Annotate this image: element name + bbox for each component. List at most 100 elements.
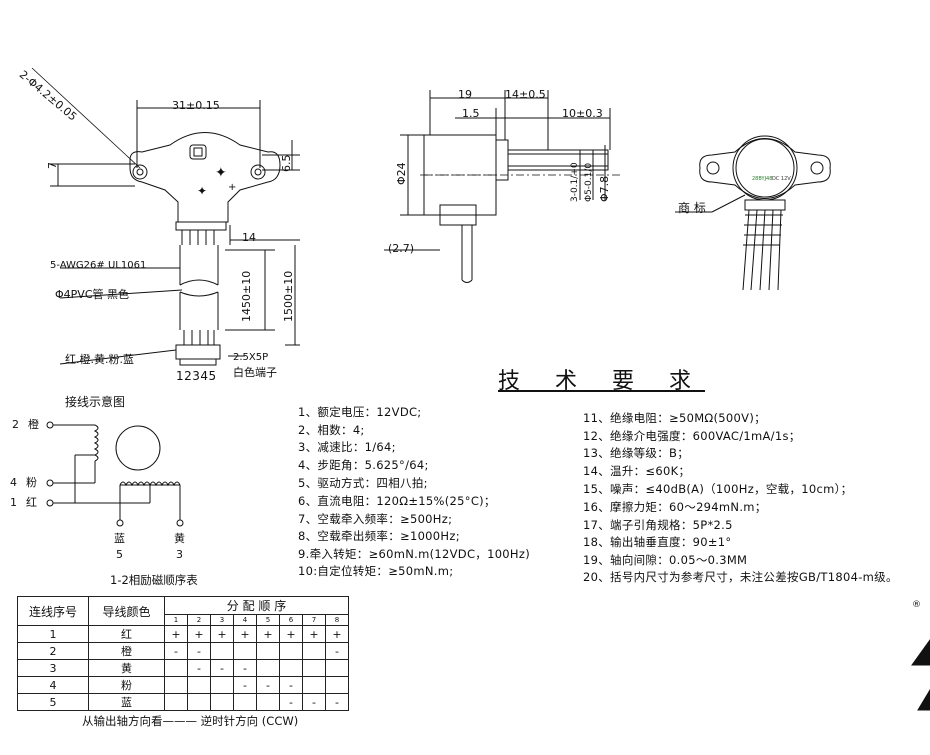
step-number: 8	[325, 614, 349, 626]
pin-color-orange: 橙	[28, 418, 39, 431]
sequence-cell: -	[256, 676, 280, 694]
dim-lead-1500: 1500±10	[282, 270, 295, 322]
spec-item: 20、括号内尺寸为参考尺寸，未注公差按GB/T1804-m级。	[583, 570, 898, 584]
tube-spec-label: Φ4PVC管 黑色	[55, 288, 129, 301]
sequence-cell: -	[164, 642, 188, 660]
svg-text:✦: ✦	[215, 165, 227, 181]
spec-item: 2、相数：4;	[298, 423, 365, 437]
badge-voltage: DC 12V	[772, 176, 791, 182]
spec-item: 1、额定电压：12VDC;	[298, 405, 422, 419]
pin-num-2: 2	[12, 418, 19, 431]
step-number: 7	[302, 614, 326, 626]
registered-mark-icon: ®	[912, 600, 921, 610]
sequence-cell: -	[279, 693, 303, 711]
sequence-cell: +	[164, 625, 188, 643]
sequence-cell: -	[325, 693, 349, 711]
sequence-cell	[325, 659, 349, 677]
spec-item: 10:自定位转矩：≥50mN.m;	[298, 564, 454, 578]
sequence-cell: -	[210, 659, 234, 677]
sequence-cell: -	[233, 659, 257, 677]
spec-item: 13、绝缘等级：B；	[583, 446, 690, 460]
spec-item: 9.牵入转矩：≥60mN.m(12VDC，100Hz)	[298, 547, 530, 561]
dim-1-5: 1.5	[462, 107, 480, 120]
sequence-cell	[256, 659, 280, 677]
spec-item: 5、驱动方式：四相八拍;	[298, 476, 428, 490]
sequence-cell: -	[279, 676, 303, 694]
svg-text:+: +	[228, 182, 236, 193]
row-wire-color: 红	[88, 625, 165, 643]
col-header-color: 导线颜色	[88, 596, 165, 626]
sequence-cell	[164, 693, 188, 711]
pin-color-blue: 蓝	[114, 532, 125, 545]
sequence-cell	[164, 676, 188, 694]
sequence-cell: -	[302, 693, 326, 711]
sequence-cell	[256, 693, 280, 711]
dim-5: Φ5-0.1/0	[584, 162, 594, 202]
spec-item: 14、温升：≤60K；	[583, 464, 691, 478]
row-number: 2	[17, 642, 89, 660]
sequence-cell	[256, 642, 280, 660]
sequence-cell	[210, 676, 234, 694]
sequence-cell: +	[325, 625, 349, 643]
sequence-cell: -	[325, 642, 349, 660]
dim-flange-height: 7	[46, 162, 59, 169]
spec-item: 4、步距角：5.625°/64;	[298, 458, 429, 472]
sequence-caption: 1-2相励磁顺序表	[110, 573, 198, 587]
row-wire-color: 黄	[88, 659, 165, 677]
sequence-cell	[279, 659, 303, 677]
sequence-cell	[164, 659, 188, 677]
sequence-cell	[210, 642, 234, 660]
pin-numbers: 12345	[176, 369, 217, 383]
terminal-label: 白色端子	[233, 366, 277, 379]
wiring-title: 接线示意图	[65, 395, 126, 409]
row-wire-color: 蓝	[88, 693, 165, 711]
front-view-motor: ✦ ✦ +	[31, 67, 300, 366]
sequence-cell: +	[233, 625, 257, 643]
sequence-cell	[233, 642, 257, 660]
dim-14: 14±0.5	[505, 88, 546, 101]
dim-2-7: (2.7)	[388, 242, 415, 255]
dim-7-8: Φ7.8	[598, 175, 611, 202]
dim-19: 19	[458, 88, 472, 101]
dim-lead-exit: 14	[242, 231, 256, 244]
sequence-cell	[233, 693, 257, 711]
row-number: 1	[17, 625, 89, 643]
spec-item: 11、绝缘电阻：≥50MΩ(500V)；	[583, 411, 766, 425]
spec-item: 16、摩擦力矩：60～294mN.m；	[583, 500, 767, 514]
dim-10: 10±0.3	[562, 107, 603, 120]
dim-width: 31±0.15	[172, 99, 220, 112]
dim-shaft-offset: 6.5	[280, 154, 293, 173]
spec-item: 17、端子引角规格：5P*2.5	[583, 518, 733, 532]
sequence-cell: -	[233, 676, 257, 694]
col-header-sequence: 分 配 顺 序	[164, 596, 349, 615]
row-wire-color: 粉	[88, 676, 165, 694]
row-number: 5	[17, 693, 89, 711]
step-number: 2	[187, 614, 211, 626]
wire-spec-label: 5-AWG26# UL1061	[50, 260, 147, 271]
step-number: 5	[256, 614, 280, 626]
step-number: 6	[279, 614, 303, 626]
row-number: 3	[17, 659, 89, 677]
direction-note: 从输出轴方向看——— 逆时针方向 (CCW)	[82, 714, 299, 728]
sequence-cell	[302, 659, 326, 677]
col-header-no: 连线序号	[17, 596, 89, 626]
step-number: 4	[233, 614, 257, 626]
spec-item: 3、减速比：1/64;	[298, 440, 396, 454]
sequence-cell: +	[279, 625, 303, 643]
pin-color-yellow: 黄	[174, 532, 185, 545]
dim-24: Φ24	[395, 162, 408, 185]
sequence-cell	[279, 642, 303, 660]
sequence-cell: +	[187, 625, 211, 643]
badge-model: 28BYJ48	[752, 176, 772, 182]
row-number: 4	[17, 676, 89, 694]
spec-item: 19、轴向间隙：0.05～0.3MM	[583, 553, 748, 567]
sequence-cell: +	[256, 625, 280, 643]
pin-num-5: 5	[116, 548, 123, 561]
trademark-label: 商 标	[678, 201, 706, 215]
tech-requirements-title: 技 术 要 求	[498, 369, 705, 394]
